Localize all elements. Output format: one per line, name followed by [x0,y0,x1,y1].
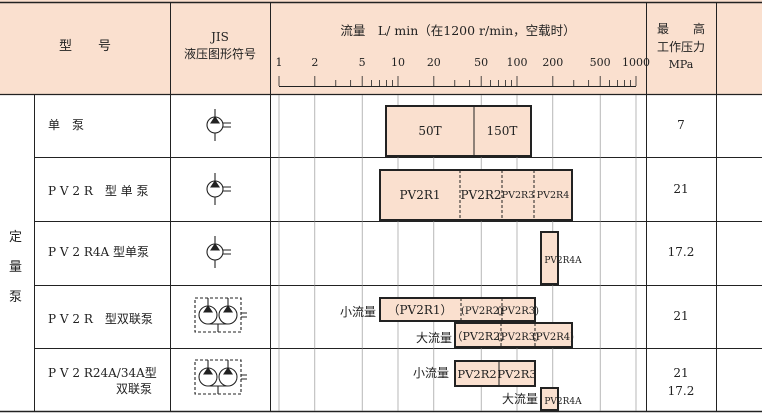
bar-label-50t: 50T [418,124,441,138]
bar-pv2r-double-large [454,322,573,348]
scale-tick-label: 20 [427,56,441,69]
small-flow-label: 小流量 [413,366,449,380]
bar-label-large-pv2r3: (PV2R3) [497,332,539,343]
pump-triangle [202,305,214,313]
bar-label-150t: 150T [487,124,518,138]
pump-drain [241,312,247,318]
scale-tick-label: 200 [542,56,563,69]
hydraulic-pump-symbol-icon [206,173,231,205]
scale-tick-label: 1 [276,56,283,69]
small-flow-label: 小流量 [340,305,376,319]
pump-drain [223,249,231,255]
large-flow-label: 大流量 [502,392,538,406]
pump-triangle [222,305,234,313]
max-pressure-header-unit: MPa [668,58,694,71]
table-header-background [0,0,762,94]
pressure-row-4: 21 [673,309,689,323]
hydraulic-pump-symbol-icon [206,236,231,268]
row-name-pv2r4a-single: P V 2 R4A 型单泵 [48,245,149,259]
scale-tick-label: 100 [507,56,528,69]
bar-label-r5-pv2r3: PV2R3 [497,367,536,381]
bar-label-pv2r4a: PV2R4A [544,256,582,266]
jis-header-line1: JIS [211,30,229,44]
bar-label-r5-pv2r2: PV2R2 [457,367,496,381]
group-label-char-2: 量 [9,260,23,275]
pump-drain [223,122,231,128]
bar-pv2r24a-large [540,387,559,411]
pressure-row-5b: 17.2 [667,384,695,398]
bar-label-pv2r2: PV2R2 [460,188,501,202]
bar-pv2r24a-small [454,360,536,387]
row-name-pv2r24a-line1: P V 2 R24A/34A型 [48,366,157,380]
pump-triangle [222,367,234,375]
bar-label-r5-pv2r4a: PV2R4A [544,397,582,407]
row-name-single-pump: 单 泵 [48,118,85,132]
pressure-row-2: 21 [673,182,689,196]
bar-label-pv2r3: PV2R3 [502,190,535,201]
pump-drain [241,374,247,380]
double-pump-symbol-icon [194,297,247,333]
pump-triangle [202,367,214,375]
bar-pv2r4a [540,231,559,285]
scale-tick-label: 50 [474,56,488,69]
pump-triangle [209,180,221,188]
row-name-pv2r-double: P V 2 R 型双联泵 [48,312,153,326]
group-label-char-1: 定 [9,230,23,245]
bar-label-pv2r4: PV2R4 [537,190,570,201]
pressure-row-3: 17.2 [667,245,695,259]
pressure-row-1: 7 [677,118,685,132]
bar-label-pv2r1: PV2R1 [399,188,440,202]
scale-tick-label: 10 [391,56,405,69]
double-pump-symbol-icon [194,359,247,395]
large-flow-label: 大流量 [416,331,452,345]
bar-50t-150t [385,105,532,157]
scale-tick-label: 1000 [622,56,650,69]
scale-tick-label: 5 [359,56,366,69]
pump-triangle [209,243,221,251]
jis-header-line2: 液压图形符号 [183,47,256,61]
bar-pv2r-series [379,169,573,221]
hydraulic-pump-symbol-icon [206,109,231,141]
max-pressure-header-line1: 最 高 [656,22,705,36]
pump-drain [223,186,231,192]
flow-header-title: 流量 L/ min（在1200 r/min，空载时） [340,23,576,38]
bar-label-small-pv2r1: （PV2R1） [387,303,452,317]
pump-triangle [209,116,221,124]
group-label-char-3: 泵 [9,290,23,305]
bar-label-small-pv2r3: (PV2R3) [497,306,539,317]
row-name-pv2r-single: P V 2 R 型 单 泵 [48,184,149,198]
bar-label-large-pv2r4: (PV2R4) [532,332,574,343]
row-name-pv2r24a-line2: 双联泵 [116,382,153,396]
bar-pv2r-double-small [379,297,536,322]
bar-label-large-pv2r2: （PV2R2) [452,330,505,343]
model-column-header: 型 号 [58,39,111,54]
bar-label-small-pv2r2: (PV2R2) [461,306,503,317]
scale-tick-label: 500 [590,56,611,69]
pressure-row-5a: 21 [673,366,689,380]
max-pressure-header-line2: 工作压力 [656,40,705,54]
scale-tick-label: 2 [311,56,318,69]
